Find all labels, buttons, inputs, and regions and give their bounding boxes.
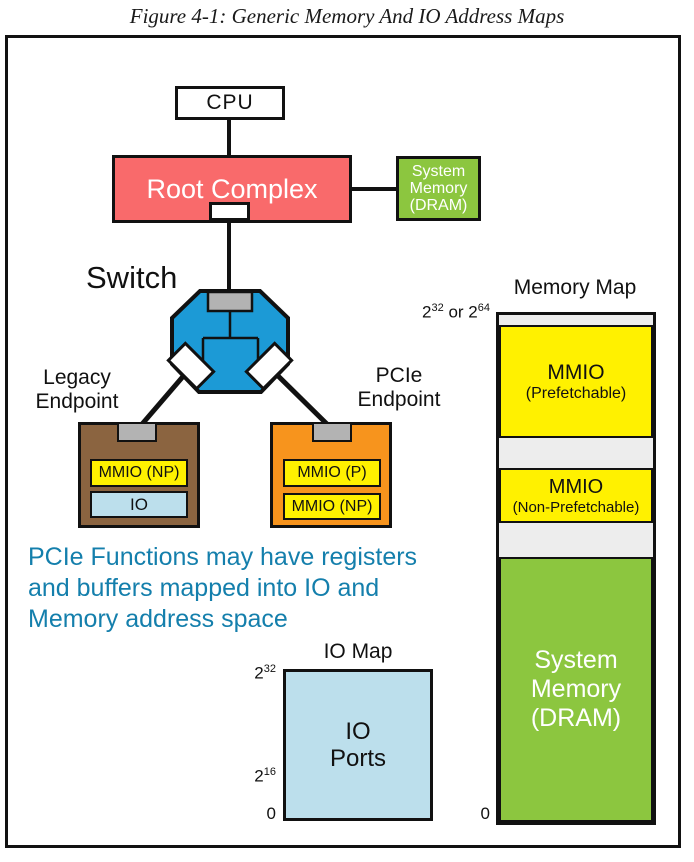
line-root-complex-to-system-memory bbox=[352, 187, 396, 191]
legacy-mmio-np-bar: MMIO (NP) bbox=[90, 459, 188, 487]
memory-map-title: Memory Map bbox=[513, 276, 637, 299]
mmio-nonprefetchable-segment: MMIO (Non-Prefetchable) bbox=[499, 468, 653, 523]
root-complex-downstream-port bbox=[209, 202, 250, 221]
dram-line1: System bbox=[534, 646, 618, 674]
pcie-endpoint-label-line2: Endpoint bbox=[357, 387, 441, 411]
note-line1: PCIe Functions may have registers bbox=[28, 543, 418, 571]
dram-line3: (DRAM) bbox=[530, 704, 622, 732]
io-scale-2-32: 232 bbox=[254, 663, 276, 683]
mmio-prefetchable-segment: MMIO (Prefetchable) bbox=[499, 325, 653, 438]
pcie-mmio-np-bar: MMIO (NP) bbox=[283, 493, 381, 520]
pcie-mmio-p-bar: MMIO (P) bbox=[283, 459, 381, 487]
mmio-prefetchable-subtitle: (Prefetchable) bbox=[525, 384, 627, 402]
figure-caption: Figure 4-1: Generic Memory And IO Addres… bbox=[129, 4, 565, 28]
mmio-nonprefetchable-title: MMIO bbox=[548, 475, 604, 498]
cpu-box: CPU bbox=[175, 86, 285, 120]
io-map-box: IO Ports bbox=[283, 669, 433, 821]
legacy-endpoint-label: Legacy Endpoint bbox=[18, 366, 136, 413]
pcie-mmio-p-label: MMIO (P) bbox=[297, 464, 367, 481]
io-scale-2-16: 216 bbox=[254, 766, 276, 786]
note-line2: and buffers mapped into IO and bbox=[28, 574, 380, 602]
mmio-prefetchable-title: MMIO bbox=[547, 360, 605, 384]
system-memory-line1: System bbox=[411, 163, 466, 180]
pcie-mmio-np-label: MMIO (NP) bbox=[291, 497, 373, 515]
pcie-endpoint-port bbox=[312, 422, 352, 442]
legacy-endpoint-label-line2: Endpoint bbox=[35, 389, 119, 413]
root-complex-label: Root Complex bbox=[146, 173, 318, 204]
memory-scale-0: 0 bbox=[480, 804, 490, 823]
legacy-mmio-np-label: MMIO (NP) bbox=[98, 464, 180, 481]
line-cpu-to-root-complex bbox=[227, 118, 231, 156]
cpu-label: CPU bbox=[206, 91, 254, 114]
system-memory-line2: Memory bbox=[409, 180, 468, 197]
io-map-title: IO Map bbox=[323, 640, 393, 663]
pcie-endpoint-label-line1: PCIe bbox=[375, 364, 423, 387]
system-memory-box: System Memory (DRAM) bbox=[396, 156, 481, 221]
legacy-io-bar: IO bbox=[90, 491, 188, 518]
legacy-io-label: IO bbox=[130, 494, 148, 514]
legacy-endpoint-port bbox=[117, 422, 157, 442]
pcie-endpoint-label: PCIe Endpoint bbox=[340, 364, 458, 411]
io-ports-line1: IO bbox=[345, 718, 371, 745]
mmio-nonprefetchable-subtitle: (Non-Prefetchable) bbox=[512, 498, 640, 516]
memory-map-range-label: 232 or 264 bbox=[422, 302, 490, 322]
dram-segment: System Memory (DRAM) bbox=[499, 557, 653, 822]
line-root-complex-to-switch bbox=[227, 220, 231, 292]
dram-line2: Memory bbox=[530, 675, 622, 703]
io-ports-line2: Ports bbox=[329, 745, 386, 772]
memory-map-column: MMIO (Prefetchable) MMIO (Non-Prefetchab… bbox=[496, 312, 656, 825]
note-text: PCIe Functions may have registers and bu… bbox=[28, 542, 417, 635]
legacy-endpoint-label-line1: Legacy bbox=[43, 366, 111, 389]
note-line3: Memory address space bbox=[28, 605, 288, 633]
system-memory-line3: (DRAM) bbox=[409, 197, 468, 214]
io-scale-0: 0 bbox=[266, 804, 276, 823]
figure-frame bbox=[5, 35, 681, 848]
switch-label: Switch bbox=[86, 260, 178, 295]
